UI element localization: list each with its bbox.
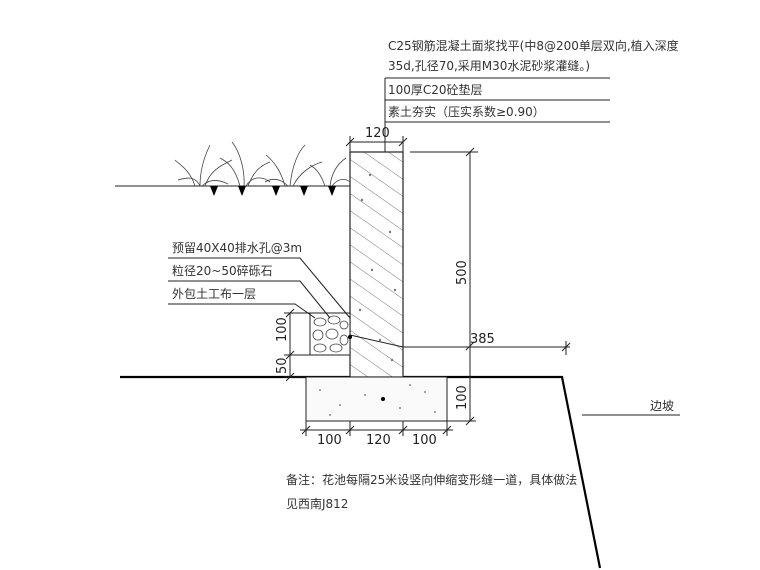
plant-roots xyxy=(210,186,336,196)
layer-note-2: 35d,孔径70,采用M30水泥砂浆灌缝。) xyxy=(388,58,590,73)
dim-offset xyxy=(403,341,571,355)
layer-leaders xyxy=(384,77,610,152)
slope-label: 边坡 xyxy=(650,399,674,413)
plant-icons xyxy=(174,141,351,187)
layer-note-1: C25钢筋混凝土面浆找平(中8@200单层双向,植入深度 xyxy=(388,38,679,53)
callout-drain: 预留40X40排水孔@3m xyxy=(172,241,302,255)
callout-fabric: 外包土工布一层 xyxy=(172,287,256,301)
dim-footing-h xyxy=(447,377,476,426)
layer-note-4: 素土夯实（压实系数≥0.90） xyxy=(388,104,545,119)
dim-wall-top-label: 120 xyxy=(365,126,390,141)
dim-bottom-left-label: 100 xyxy=(317,433,342,448)
remark-line-1: 备注：花池每隔25米设竖向伸缩变形缝一道，具体做法 xyxy=(286,472,577,487)
dim-left xyxy=(284,308,310,382)
dim-wall-height-label: 500 xyxy=(455,260,470,285)
dim-bottom-right-label: 100 xyxy=(412,433,437,448)
dim-footing-h-label: 100 xyxy=(455,385,470,410)
dim-bottom xyxy=(300,421,453,436)
ground-line-right xyxy=(403,375,602,569)
dim-wall-height xyxy=(410,147,478,377)
dim-base-h-label: 50 xyxy=(275,357,290,374)
dim-bottom-mid-label: 120 xyxy=(366,433,391,448)
layer-note-3: 100厚C20砼垫层 xyxy=(388,82,483,97)
footing-cushion xyxy=(305,376,448,422)
dim-offset-label: 385 xyxy=(470,332,495,347)
gravel-drain xyxy=(309,312,351,356)
retaining-wall xyxy=(349,151,404,378)
remark-line-2: 见西南J812 xyxy=(286,496,348,511)
dim-wall-top xyxy=(345,136,408,152)
drain-pipe xyxy=(349,334,404,348)
callout-gravel: 粒径20~50碎砾石 xyxy=(172,263,273,278)
dim-gravel-h-label: 100 xyxy=(275,317,290,342)
